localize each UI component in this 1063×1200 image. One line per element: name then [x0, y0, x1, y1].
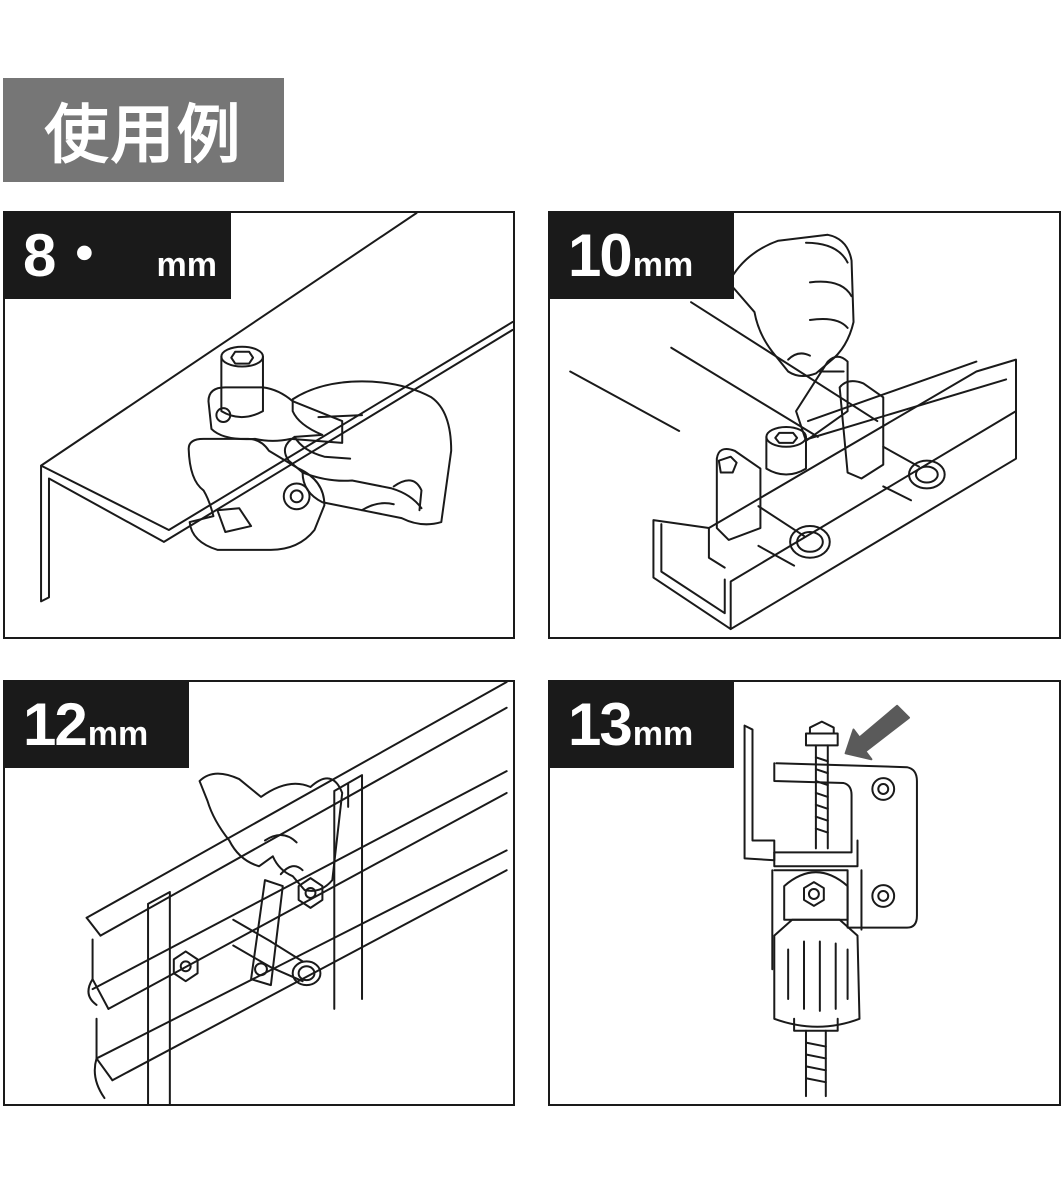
cable-rack-illustration [5, 682, 513, 1104]
size-unit: mm [87, 715, 149, 753]
size-number: 13 [568, 691, 633, 758]
size-number: 10 [568, 222, 633, 289]
section-title: 使用例 [44, 99, 243, 173]
size-unit: mm [632, 246, 694, 284]
section-title-box: 使用例 [3, 78, 284, 182]
size-label: 8・10 mm [5, 213, 231, 375]
size-unit: mm [632, 715, 694, 753]
angle-bracket-illustration [5, 213, 513, 637]
beam-clamp-illustration [550, 682, 1059, 1104]
usage-panel-8-10mm: 8・10 mm [3, 211, 515, 639]
size-unit: mm [156, 246, 217, 284]
size-number: 8・10 [23, 222, 114, 375]
pipe-support-illustration [550, 213, 1059, 637]
size-number: 12 [23, 691, 88, 758]
